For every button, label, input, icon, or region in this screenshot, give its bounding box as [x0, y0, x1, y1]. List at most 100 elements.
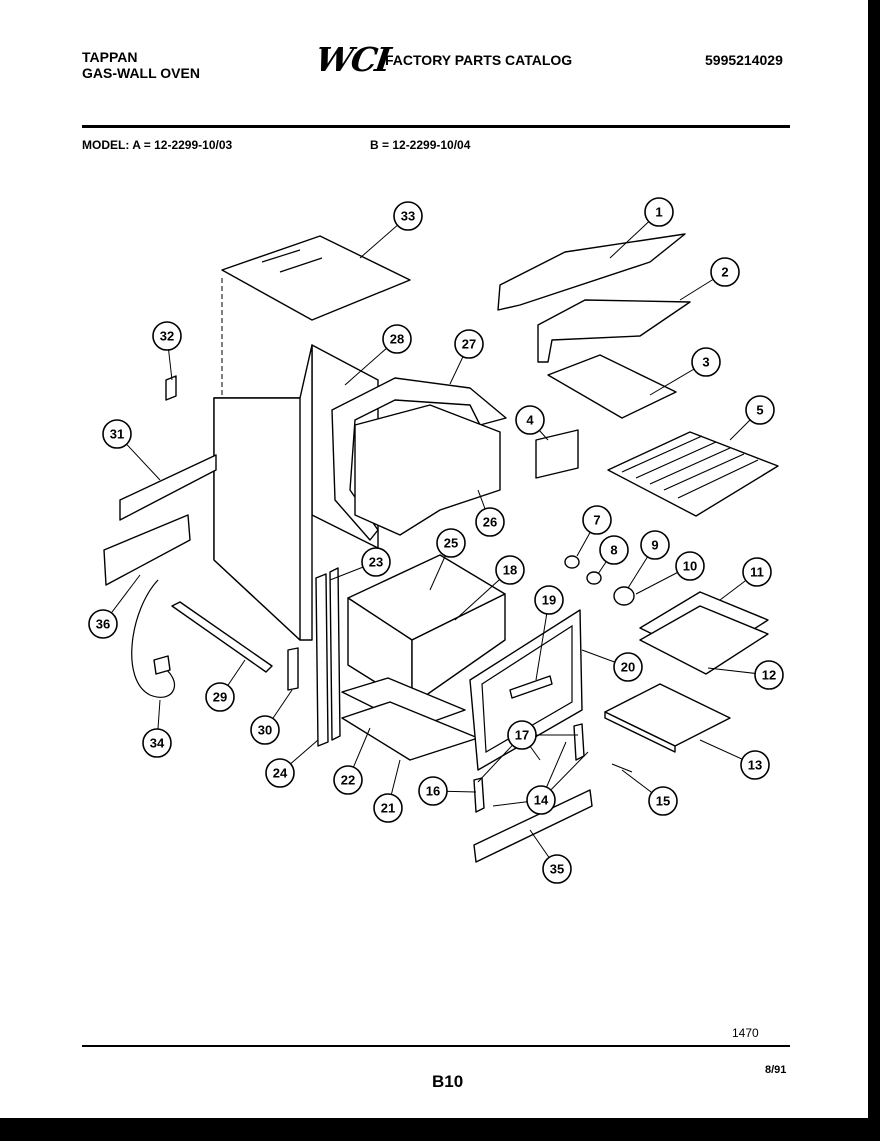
callout-number: 20: [621, 660, 635, 675]
callout-7: 7: [576, 505, 612, 557]
callout-18: 18: [454, 555, 525, 621]
brand-name: TAPPAN: [82, 49, 138, 65]
callout-number: 16: [426, 784, 440, 799]
callout-circle: [710, 257, 740, 287]
catalog-number: 5995214029: [705, 52, 783, 68]
exploded-parts-diagram: [103, 233, 779, 863]
part-32-clip: [165, 375, 177, 401]
callout-36: 36: [88, 574, 141, 639]
part-30-hinge: [287, 647, 299, 691]
callout-number: 1: [655, 205, 662, 220]
model-a: MODEL: A = 12-2299-10/03: [82, 138, 233, 152]
part-4-bracket: [535, 429, 579, 479]
callout-28: 28: [344, 324, 412, 386]
callout-23: 23: [329, 547, 391, 581]
callout-circle: [88, 609, 118, 639]
callout-circle: [613, 652, 643, 682]
product-type: GAS-WALL OVEN: [82, 65, 200, 81]
callout-11: 11: [719, 557, 772, 601]
callout-circle: [534, 585, 564, 615]
callout-circle: [515, 405, 545, 435]
part-29-strip: [171, 601, 273, 673]
callout-number: 23: [369, 555, 383, 570]
callout-21: 21: [373, 759, 403, 823]
callout-4: 4: [515, 405, 549, 441]
callout-circle: [205, 682, 235, 712]
callout-number: 33: [401, 209, 415, 224]
callout-circle: [495, 555, 525, 585]
callout-29: 29: [205, 659, 246, 712]
callout-20: 20: [581, 649, 643, 682]
catalog-title: FACTORY PARTS CATALOG: [385, 52, 573, 68]
callout-31: 31: [102, 419, 161, 481]
callout-circle: [475, 507, 505, 537]
callout-circle: [507, 720, 537, 750]
callout-33: 33: [359, 201, 423, 259]
callout-9: 9: [627, 530, 670, 589]
callout-number: 19: [542, 593, 556, 608]
callout-number: 10: [683, 559, 697, 574]
callout-circle: [526, 785, 556, 815]
part-9-knob: [613, 586, 635, 606]
callout-number: 15: [656, 794, 670, 809]
callout-number: 36: [96, 617, 110, 632]
part-33-top-panel: [221, 235, 411, 408]
callout-5: 5: [729, 395, 775, 441]
part-25-broiler-box: [347, 554, 506, 706]
callout-number: 29: [213, 690, 227, 705]
callout-circle: [333, 765, 363, 795]
callout-12: 12: [707, 660, 784, 690]
part-16-upright: [473, 777, 485, 813]
callout-number: 34: [150, 736, 165, 751]
callout-circle: [454, 329, 484, 359]
callout-number: 4: [526, 413, 534, 428]
callout-circle: [393, 201, 423, 231]
callout-circle: [745, 395, 775, 425]
callout-circle: [648, 786, 678, 816]
callout-15: 15: [621, 769, 678, 816]
callout-number: 7: [593, 513, 600, 528]
callout-circle: [152, 321, 182, 351]
callout-circle: [691, 347, 721, 377]
callout-1: 1: [609, 197, 674, 259]
callout-circle: [754, 660, 784, 690]
callout-circle: [542, 854, 572, 884]
callout-number: 22: [341, 773, 355, 788]
callout-number: 25: [444, 536, 458, 551]
callout-circle: [740, 750, 770, 780]
callout-13: 13: [699, 739, 770, 780]
callout-32: 32: [152, 321, 182, 381]
part-36-bracket: [103, 514, 191, 586]
part-2-baffle: [537, 299, 691, 363]
callout-number: 18: [503, 563, 517, 578]
part-13-drawer: [604, 683, 731, 753]
callout-number: 32: [160, 329, 174, 344]
callout-number: 2: [721, 265, 728, 280]
callout-22: 22: [333, 727, 371, 795]
callout-circle: [675, 551, 705, 581]
callout-number: 31: [110, 427, 124, 442]
callout-10: 10: [635, 551, 705, 595]
part-3-plate: [547, 354, 677, 419]
callout-number: 14: [534, 793, 549, 808]
callout-circle: [142, 728, 172, 758]
part-1-top-shield: [497, 233, 686, 311]
callout-19: 19: [534, 585, 564, 681]
callout-number: 17: [515, 728, 529, 743]
callout-24: 24: [265, 739, 319, 788]
brand-block: TAPPAN GAS-WALL OVEN: [82, 49, 200, 81]
callout-number: 12: [762, 668, 776, 683]
callout-2: 2: [679, 257, 740, 301]
callout-number: 28: [390, 332, 404, 347]
callout-circle: [382, 324, 412, 354]
callout-circle: [102, 419, 132, 449]
callout-circle: [265, 758, 295, 788]
part-19-handle: [509, 675, 553, 699]
part-34-cord: [131, 579, 176, 698]
callout-27: 27: [449, 329, 484, 385]
callout-35: 35: [529, 829, 572, 884]
cabinet-body: [213, 344, 313, 641]
callout-number: 35: [550, 862, 564, 877]
part-15-screw: [611, 763, 633, 773]
